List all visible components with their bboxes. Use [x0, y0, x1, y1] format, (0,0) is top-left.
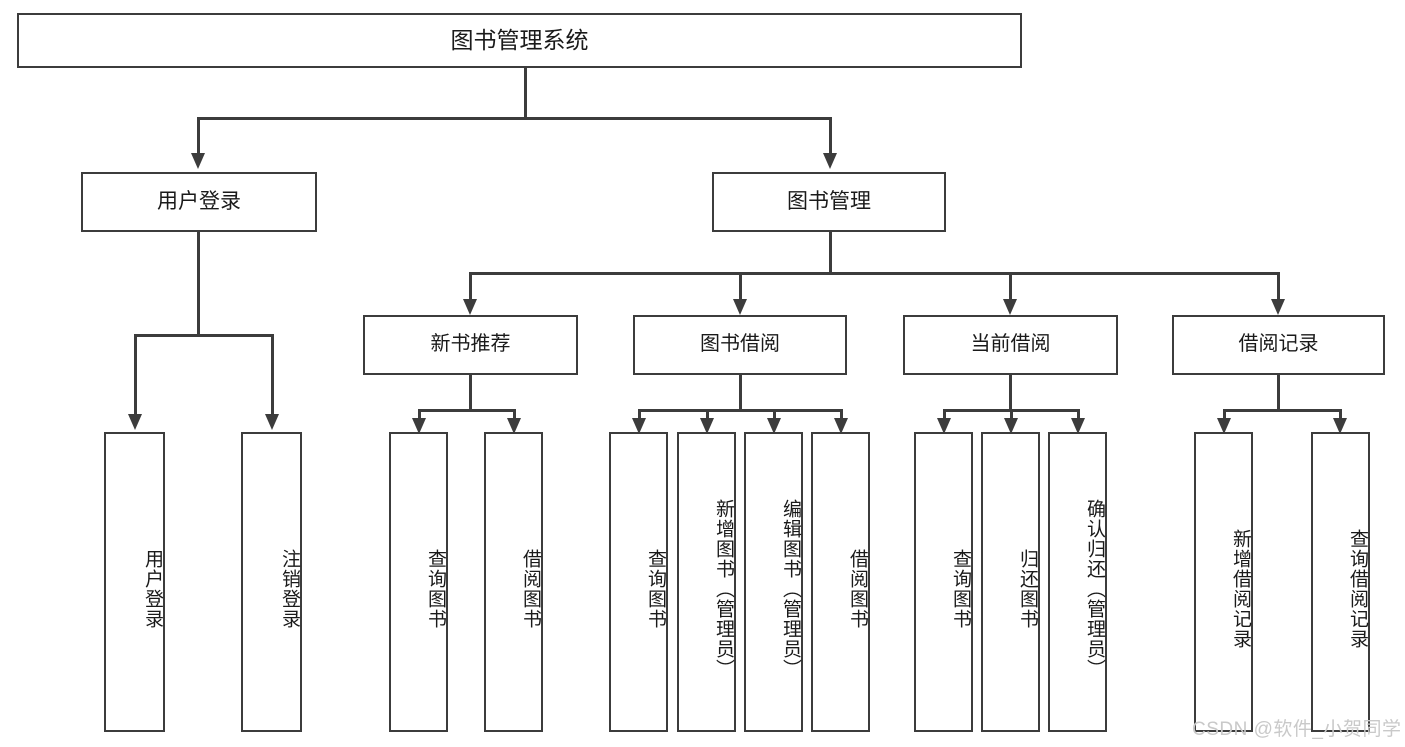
- edge-user-login-bus: [134, 334, 274, 337]
- arrow-book-manage-to-new-book: [463, 299, 477, 315]
- leaf-add-book-label: 新增图书（管理员）: [713, 499, 734, 679]
- node-current-borrow-label: 当前借阅: [970, 333, 1051, 356]
- edge-current-borrow-stem: [1009, 375, 1012, 411]
- edge-book-borrow-to-leaf-1: [638, 409, 641, 423]
- edge-book-manage-to-book-borrow: [739, 272, 742, 302]
- arrow-current-borrow-to-leaf-3: [1071, 418, 1085, 434]
- node-borrow-record-label: 借阅记录: [1238, 333, 1319, 356]
- edge-book-manage-to-current-borrow: [1009, 272, 1012, 302]
- leaf-user-login-label: 用户登录: [142, 549, 163, 629]
- leaf-query-record-label: 查询借阅记录: [1347, 529, 1368, 649]
- node-current-borrow[interactable]: 当前借阅: [903, 315, 1118, 375]
- arrow-book-manage-to-book-borrow: [733, 299, 747, 315]
- arrow-book-manage-to-borrow-record: [1271, 299, 1285, 315]
- edge-book-manage-stem: [829, 232, 832, 274]
- leaf-edit-book-label: 编辑图书（管理员）: [780, 499, 801, 679]
- leaf-borrow-book-1[interactable]: 借阅图书: [484, 432, 543, 732]
- edge-book-manage-to-new-book: [469, 272, 472, 302]
- leaf-add-record[interactable]: 新增借阅记录: [1194, 432, 1253, 732]
- edge-borrow-record-to-leaf-2: [1339, 409, 1342, 423]
- edge-new-book-to-leaf-1: [418, 409, 421, 423]
- edge-book-borrow-stem: [739, 375, 742, 411]
- leaf-return-book[interactable]: 归还图书: [981, 432, 1040, 732]
- csdn-watermark: CSDN @软件_小贺同学: [1192, 719, 1402, 740]
- leaf-borrow-book-2-label: 借阅图书: [847, 549, 868, 629]
- arrow-root-to-book-manage: [823, 153, 837, 169]
- leaf-confirm-return[interactable]: 确认归还（管理员）: [1048, 432, 1107, 732]
- arrow-new-book-to-leaf-2: [507, 418, 521, 434]
- arrow-borrow-record-to-leaf-1: [1217, 418, 1231, 434]
- edge-book-borrow-to-leaf-2: [706, 409, 709, 423]
- edge-book-borrow-to-leaf-3: [773, 409, 776, 423]
- leaf-borrow-book-2[interactable]: 借阅图书: [811, 432, 870, 732]
- arrow-root-to-user-login: [191, 153, 205, 169]
- edge-book-borrow-to-leaf-4: [840, 409, 843, 423]
- edge-user-login-to-leaf-1: [134, 334, 137, 416]
- arrow-borrow-record-to-leaf-2: [1333, 418, 1347, 434]
- leaf-return-book-label: 归还图书: [1017, 549, 1038, 629]
- leaf-add-book[interactable]: 新增图书（管理员）: [677, 432, 736, 732]
- edge-current-borrow-to-leaf-1: [943, 409, 946, 423]
- node-book-manage-label: 图书管理: [787, 189, 871, 213]
- arrow-new-book-to-leaf-1: [412, 418, 426, 434]
- leaf-query-book-1-label: 查询图书: [425, 549, 446, 629]
- edge-user-login-to-leaf-2: [271, 334, 274, 416]
- edge-current-borrow-to-leaf-3: [1077, 409, 1080, 423]
- node-user-login-label: 用户登录: [157, 189, 241, 213]
- edge-root-bus: [197, 117, 831, 120]
- edge-user-login-stem: [197, 232, 200, 336]
- edge-current-borrow-to-leaf-2: [1010, 409, 1013, 423]
- leaf-user-logout[interactable]: 注销登录: [241, 432, 302, 732]
- edge-new-book-to-leaf-2: [513, 409, 516, 423]
- arrow-book-borrow-to-leaf-1: [632, 418, 646, 434]
- leaf-query-book-1[interactable]: 查询图书: [389, 432, 448, 732]
- leaf-borrow-book-1-label: 借阅图书: [520, 549, 541, 629]
- node-book-manage[interactable]: 图书管理: [712, 172, 946, 232]
- edge-borrow-record-bus: [1223, 409, 1341, 412]
- node-user-login[interactable]: 用户登录: [81, 172, 317, 232]
- node-borrow-record[interactable]: 借阅记录: [1172, 315, 1385, 375]
- node-root-label: 图书管理系统: [450, 26, 589, 53]
- arrow-book-manage-to-current-borrow: [1003, 299, 1017, 315]
- node-book-borrow[interactable]: 图书借阅: [633, 315, 847, 375]
- arrow-user-login-to-leaf-2: [265, 414, 279, 430]
- leaf-query-book-3[interactable]: 查询图书: [914, 432, 973, 732]
- node-root[interactable]: 图书管理系统: [17, 13, 1022, 68]
- node-new-book-recommend-label: 新书推荐: [430, 333, 511, 356]
- node-book-borrow-label: 图书借阅: [700, 333, 780, 356]
- leaf-user-login[interactable]: 用户登录: [104, 432, 165, 732]
- arrow-book-borrow-to-leaf-3: [767, 418, 781, 434]
- edge-new-book-bus: [418, 409, 516, 412]
- edge-root-to-user-login: [197, 117, 200, 155]
- leaf-query-record[interactable]: 查询借阅记录: [1311, 432, 1370, 732]
- leaf-query-book-3-label: 查询图书: [950, 549, 971, 629]
- leaf-user-logout-label: 注销登录: [279, 549, 300, 629]
- edge-book-borrow-bus: [638, 409, 842, 412]
- leaf-query-book-2[interactable]: 查询图书: [609, 432, 668, 732]
- edge-book-manage-bus: [469, 272, 1278, 275]
- node-new-book-recommend[interactable]: 新书推荐: [363, 315, 578, 375]
- arrow-user-login-to-leaf-1: [128, 414, 142, 430]
- edge-book-manage-to-borrow-record: [1277, 272, 1280, 302]
- arrow-book-borrow-to-leaf-2: [700, 418, 714, 434]
- edge-borrow-record-stem: [1277, 375, 1280, 411]
- arrow-book-borrow-to-leaf-4: [834, 418, 848, 434]
- leaf-confirm-return-label: 确认归还（管理员）: [1084, 499, 1105, 679]
- edge-root-to-book-manage: [829, 117, 832, 155]
- leaf-edit-book[interactable]: 编辑图书（管理员）: [744, 432, 803, 732]
- arrow-current-borrow-to-leaf-1: [937, 418, 951, 434]
- edge-root-stem: [524, 68, 527, 118]
- leaf-add-record-label: 新增借阅记录: [1230, 529, 1251, 649]
- edge-borrow-record-to-leaf-1: [1223, 409, 1226, 423]
- leaf-query-book-2-label: 查询图书: [645, 549, 666, 629]
- arrow-current-borrow-to-leaf-2: [1004, 418, 1018, 434]
- edge-new-book-stem: [469, 375, 472, 411]
